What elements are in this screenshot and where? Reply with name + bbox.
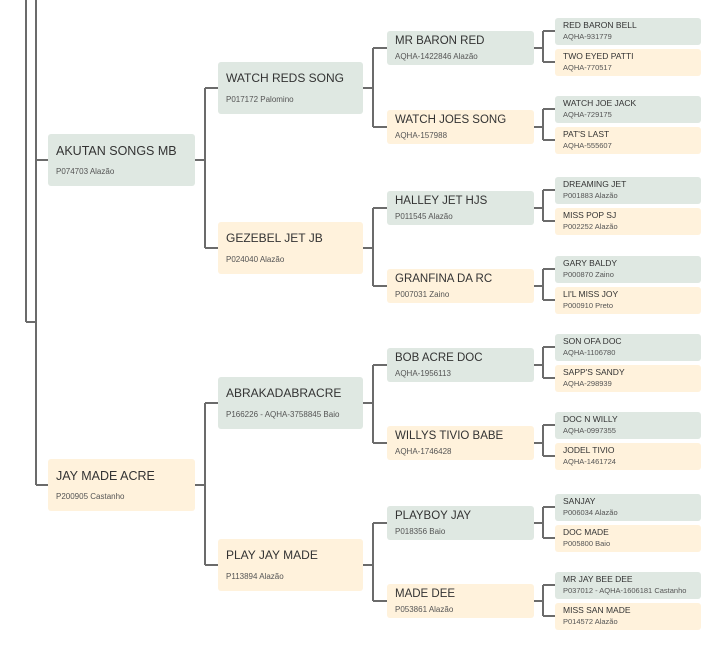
- horse-registration: P001883 Alazão: [563, 190, 618, 200]
- horse-registration: P002252 Alazão: [563, 221, 618, 231]
- horse-card-gen3[interactable]: PLAYBOY JAY P018356 Baio: [387, 506, 534, 540]
- horse-name: WILLYS TIVIO BABE: [395, 430, 504, 443]
- horse-name: MISS POP SJ: [563, 209, 617, 220]
- horse-registration: AQHA-1746428: [395, 446, 452, 456]
- horse-registration: P053861 Alazão: [395, 604, 454, 614]
- horse-registration: P000870 Zaino: [563, 269, 614, 279]
- horse-name: WATCH JOES SONG: [395, 114, 507, 127]
- horse-name: PLAY JAY MADE: [226, 548, 318, 562]
- horse-card-gen2[interactable]: PLAY JAY MADE P113894 Alazão: [218, 539, 363, 591]
- horse-registration: P037012 - AQHA-1606181 Castanho: [563, 585, 687, 595]
- horse-name: MR BARON RED: [395, 35, 485, 48]
- horse-name: SON OFA DOC: [563, 335, 622, 346]
- horse-name: ABRAKADABRACRE: [226, 386, 342, 400]
- horse-registration: AQHA-555607: [563, 140, 612, 150]
- horse-registration: P011545 Alazão: [395, 211, 453, 221]
- horse-name: DOC N WILLY: [563, 413, 618, 424]
- horse-card-gen2[interactable]: WATCH REDS SONG P017172 Palomino: [218, 62, 363, 114]
- horse-registration: AQHA-931779: [563, 31, 612, 41]
- horse-registration: AQHA-1461724: [563, 456, 616, 466]
- horse-registration: P007031 Zaino: [395, 289, 450, 299]
- horse-registration: AQHA-1956113: [395, 368, 451, 378]
- horse-registration: AQHA-0997355: [563, 425, 616, 435]
- horse-registration: AQHA-1106780: [563, 347, 616, 357]
- horse-name: PLAYBOY JAY: [395, 510, 472, 523]
- horse-name: LI'L MISS JOY: [563, 288, 619, 299]
- horse-name: JAY MADE ACRE: [56, 468, 155, 483]
- horse-registration: AQHA-729175: [563, 109, 612, 119]
- horse-name: PAT'S LAST: [563, 128, 610, 139]
- horse-registration: AQHA-298939: [563, 378, 612, 388]
- horse-name: SANJAY: [563, 495, 596, 506]
- horse-name: BOB ACRE DOC: [395, 352, 483, 365]
- horse-registration: P166226 - AQHA-3758845 Baio: [226, 409, 340, 419]
- horse-registration: P018356 Baio: [395, 526, 446, 536]
- horse-name: DOC MADE: [563, 526, 609, 537]
- horse-name: HALLEY JET HJS: [395, 195, 488, 208]
- horse-card-gen3[interactable]: GRANFINA DA RC P007031 Zaino: [387, 269, 534, 303]
- horse-card-gen3[interactable]: HALLEY JET HJS P011545 Alazão: [387, 191, 534, 225]
- horse-registration: P200905 Castanho: [56, 492, 125, 502]
- horse-registration: P006034 Alazão: [563, 507, 618, 517]
- horse-card-gen2[interactable]: GEZEBEL JET JB P024040 Alazão: [218, 222, 363, 274]
- horse-card-gen3[interactable]: MR BARON RED AQHA-1422846 Alazão: [387, 31, 534, 65]
- horse-registration: P000910 Preto: [563, 300, 614, 310]
- horse-card-gen3[interactable]: BOB ACRE DOC AQHA-1956113: [387, 348, 534, 382]
- horse-card-gen1[interactable]: JAY MADE ACRE P200905 Castanho: [48, 459, 195, 511]
- horse-registration: AQHA-770517: [563, 62, 612, 72]
- horse-registration: P074703 Alazão: [56, 167, 115, 177]
- horse-card-gen3[interactable]: WILLYS TIVIO BABE AQHA-1746428: [387, 426, 534, 460]
- horse-registration: P113894 Alazão: [226, 571, 284, 581]
- horse-card-gen2[interactable]: ABRAKADABRACRE P166226 - AQHA-3758845 Bai…: [218, 377, 363, 429]
- horse-card-gen3[interactable]: WATCH JOES SONG AQHA-157988: [387, 110, 534, 144]
- horse-registration: AQHA-157988: [395, 130, 448, 140]
- horse-name: GRANFINA DA RC: [395, 273, 493, 286]
- horse-name: JODEL TIVIO: [563, 444, 615, 455]
- horse-name: MISS SAN MADE: [563, 604, 631, 615]
- horse-name: GARY BALDY: [563, 257, 618, 268]
- horse-name: AKUTAN SONGS MB: [56, 143, 177, 158]
- horse-card-gen1[interactable]: AKUTAN SONGS MB P074703 Alazão: [48, 134, 195, 186]
- horse-name: RED BARON BELL: [563, 19, 637, 30]
- horse-name: GEZEBEL JET JB: [226, 231, 323, 245]
- horse-name: WATCH REDS SONG: [226, 71, 345, 85]
- horse-name: MR JAY BEE DEE: [563, 573, 633, 584]
- horse-name: WATCH JOE JACK: [563, 97, 637, 108]
- horse-registration: P017172 Palomino: [226, 94, 294, 104]
- horse-card-gen3[interactable]: MADE DEE P053861 Alazão: [387, 584, 534, 618]
- horse-name: TWO EYED PATTI: [563, 50, 634, 61]
- horse-name: SAPP'S SANDY: [563, 366, 625, 377]
- horse-registration: AQHA-1422846 Alazão: [395, 51, 478, 61]
- horse-registration: P024040 Alazão: [226, 254, 285, 264]
- horse-registration: P005800 Baio: [563, 538, 611, 548]
- horse-name: MADE DEE: [395, 588, 456, 601]
- horse-registration: P014572 Alazão: [563, 616, 618, 626]
- horse-name: DREAMING JET: [563, 178, 627, 189]
